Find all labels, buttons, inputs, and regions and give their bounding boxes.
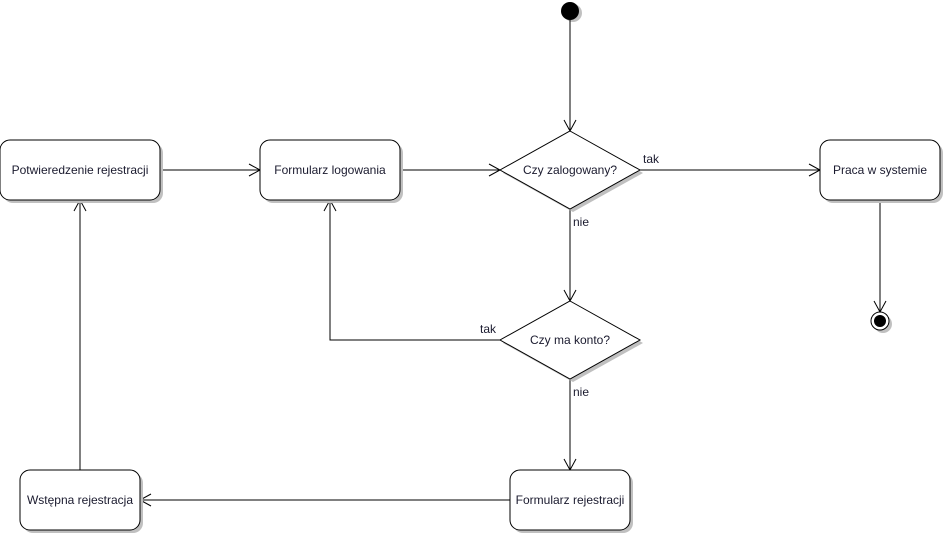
edge-konto-tak-to-logowanie[interactable] xyxy=(329,200,500,341)
action-potwierdzenie-rejestracji[interactable]: Potwieredzenie rejestracji xyxy=(0,139,163,203)
action-wstepna-rejestracja[interactable]: Wstępna rejestracja xyxy=(19,469,143,533)
action-label: Formularz logowania xyxy=(274,163,386,177)
decision-czy-zalogowany[interactable]: Czy zalogowany? xyxy=(498,130,643,212)
guard-label-tak: tak xyxy=(480,322,497,336)
decision-label: Czy zalogowany? xyxy=(523,163,617,177)
action-label: Wstępna rejestracja xyxy=(27,493,133,507)
action-formularz-rejestracji[interactable]: Formularz rejestracji xyxy=(509,469,633,533)
action-praca-w-systemie[interactable]: Praca w systemie xyxy=(819,139,943,203)
initial-node[interactable] xyxy=(561,2,582,22)
initial-node-dot xyxy=(561,2,579,20)
action-label: Potwieredzenie rejestracji xyxy=(12,163,149,177)
final-node-dot xyxy=(874,315,886,327)
action-formularz-logowania[interactable]: Formularz logowania xyxy=(259,139,403,203)
action-label: Praca w systemie xyxy=(833,163,927,177)
edges xyxy=(73,20,887,507)
decision-czy-ma-konto[interactable]: Czy ma konto? xyxy=(498,300,643,382)
action-label: Formularz rejestracji xyxy=(516,493,625,507)
guard-label-nie: nie xyxy=(573,385,589,399)
guard-label-nie: nie xyxy=(573,215,589,229)
final-node[interactable] xyxy=(870,311,892,333)
decision-label: Czy ma konto? xyxy=(530,333,610,347)
guard-label-tak: tak xyxy=(643,152,660,166)
